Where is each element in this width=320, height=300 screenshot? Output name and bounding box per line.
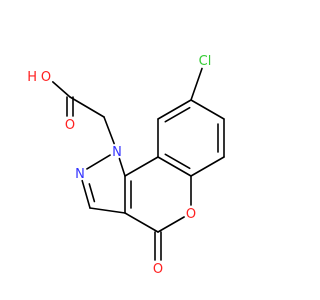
chlorine-atom-label: Cl	[199, 54, 212, 69]
bond	[69, 96, 105, 118]
carbonyl-oxygen-label: O	[65, 118, 75, 133]
bond	[190, 99, 225, 120]
hydroxyl-oxygen-label: O	[41, 70, 51, 85]
bond-lines	[51, 67, 225, 261]
double-bond-line	[164, 153, 191, 170]
bond	[118, 157, 126, 177]
bond	[124, 212, 159, 233]
hydroxyl-hydrogen-label: H	[27, 70, 37, 85]
bond	[157, 99, 192, 120]
bond	[157, 156, 192, 177]
bond	[190, 156, 225, 177]
ring-oxygen-label: O	[186, 207, 196, 222]
bond	[124, 156, 159, 177]
pyrazole-n1-label: N	[112, 145, 122, 160]
bond	[86, 154, 111, 170]
bond	[81, 179, 91, 209]
double-bond-line	[88, 183, 96, 203]
bond	[103, 116, 115, 145]
bond	[190, 67, 203, 101]
bond	[51, 81, 71, 98]
bond	[89, 207, 126, 214]
keto-oxygen-label: O	[153, 262, 163, 277]
bond	[157, 216, 185, 233]
pyrazole-n2-label: N	[75, 167, 85, 182]
double-bond-line	[164, 106, 191, 123]
